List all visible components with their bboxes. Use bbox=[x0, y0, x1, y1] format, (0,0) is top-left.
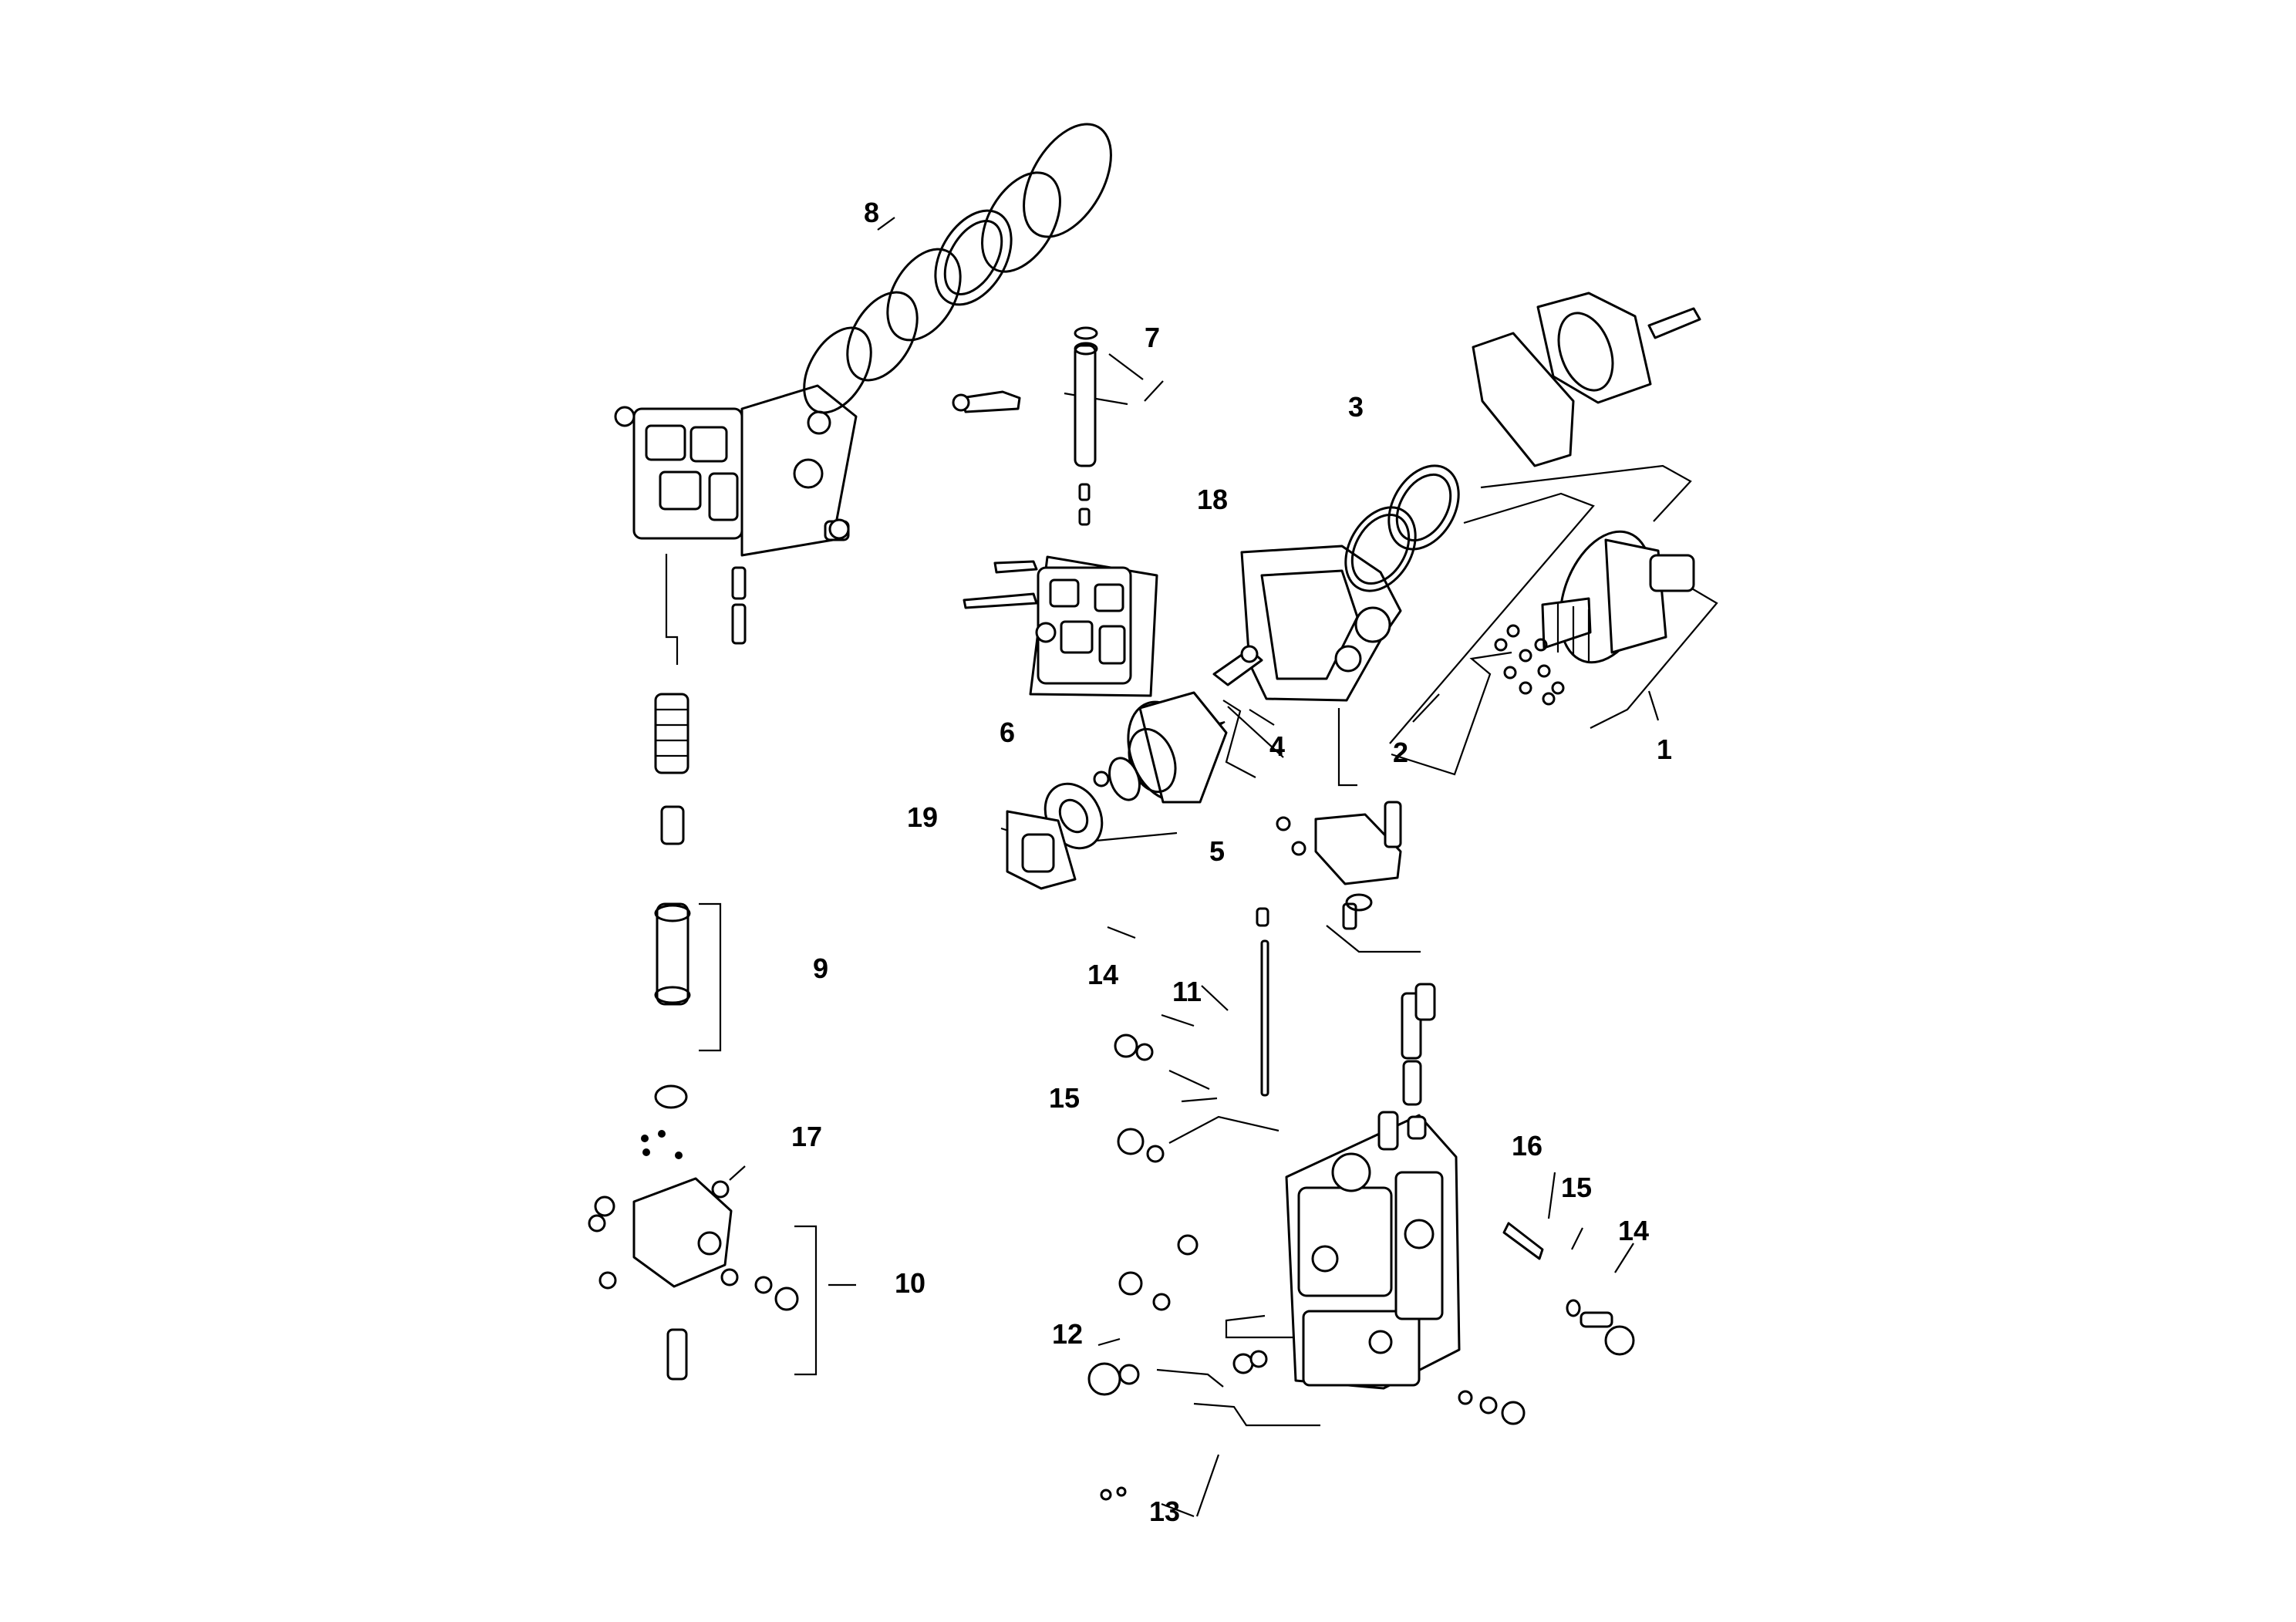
callout-7: 7 bbox=[1145, 322, 1160, 353]
spool-assembly-9 bbox=[654, 693, 691, 1109]
callout-3: 3 bbox=[1348, 391, 1364, 423]
plugs-13-14-15 bbox=[1087, 1034, 1635, 1501]
callout-12: 12 bbox=[1052, 1318, 1083, 1350]
callout-6: 6 bbox=[1000, 717, 1015, 748]
sensor-assembly-7 bbox=[952, 326, 1098, 526]
callout-9: 9 bbox=[813, 953, 828, 984]
motor-housing-left bbox=[614, 384, 858, 645]
plug-group-10 bbox=[720, 1268, 799, 1311]
valve-body-right bbox=[1285, 983, 1461, 1390]
callout-11: 11 bbox=[1172, 976, 1202, 1007]
ring-3 bbox=[1344, 464, 1460, 592]
callout-4: 4 bbox=[1269, 730, 1285, 762]
callout-15: 15 bbox=[1049, 1082, 1080, 1114]
callout-14b: 14 bbox=[1618, 1215, 1649, 1246]
callout-labels: 1 2 3 4 5 6 7 8 9 10 11 12 13 14 15 16 1… bbox=[791, 197, 1672, 1527]
callout-18: 18 bbox=[1197, 484, 1228, 515]
drive-motor-1 bbox=[1541, 530, 1695, 664]
center-housing-18 bbox=[963, 555, 1158, 697]
gasket-top-right bbox=[1472, 292, 1701, 467]
valve-block-17 bbox=[588, 1130, 733, 1381]
port-plate-19 bbox=[1006, 810, 1077, 890]
callout-16: 16 bbox=[1512, 1130, 1542, 1162]
o-rings-2 bbox=[1494, 624, 1565, 706]
callout-5: 5 bbox=[1209, 835, 1225, 867]
rod-11 bbox=[1256, 902, 1357, 1097]
callout-15b: 15 bbox=[1561, 1172, 1592, 1203]
flange-4 bbox=[1212, 545, 1402, 702]
callout-17: 17 bbox=[791, 1121, 822, 1152]
callout-13: 13 bbox=[1149, 1496, 1180, 1527]
callout-19: 19 bbox=[907, 801, 938, 833]
callout-2: 2 bbox=[1393, 737, 1408, 768]
callout-14: 14 bbox=[1087, 959, 1118, 990]
callout-1: 1 bbox=[1657, 733, 1672, 765]
callout-8: 8 bbox=[864, 197, 879, 228]
callout-10: 10 bbox=[895, 1267, 925, 1299]
cover-block bbox=[1276, 801, 1402, 912]
seal-rings-8 bbox=[803, 123, 1112, 414]
cylinder-block-5 bbox=[1093, 691, 1228, 804]
